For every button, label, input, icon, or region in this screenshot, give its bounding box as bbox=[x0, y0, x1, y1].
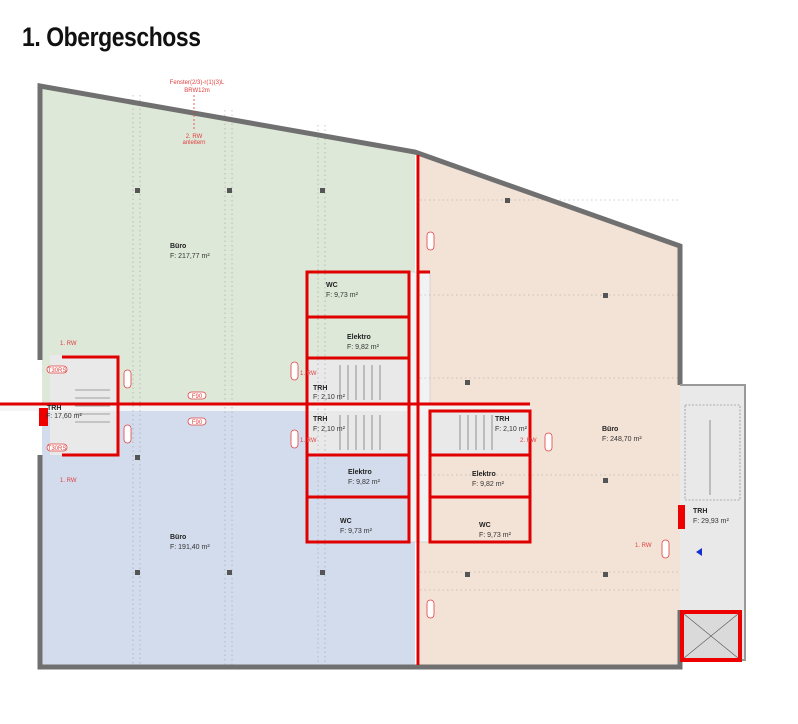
svg-text:F: 2,10 m²: F: 2,10 m² bbox=[313, 426, 346, 433]
svg-text:F: 29,93 m²: F: 29,93 m² bbox=[693, 518, 729, 525]
svg-text:Elektro: Elektro bbox=[472, 471, 496, 478]
tag-t30-north: T30RS bbox=[48, 368, 67, 374]
room-trh-north[interactable]: TRH F: 2,10 m² bbox=[313, 385, 346, 401]
svg-text:Büro: Büro bbox=[602, 426, 618, 433]
annotation-rw-core-east: 2. RW bbox=[520, 438, 537, 444]
svg-text:Elektro: Elektro bbox=[347, 334, 371, 341]
exterior-wall bbox=[37, 83, 683, 385]
fire-walls bbox=[0, 155, 532, 665]
svg-text:WC: WC bbox=[479, 522, 491, 529]
core-stairs-south bbox=[308, 410, 408, 455]
office-zone-northwest[interactable] bbox=[42, 88, 415, 405]
annotation-rw-core-south: 1. RW bbox=[300, 438, 317, 444]
room-trh-east-stairwell[interactable]: TRH F: 29,93 m² bbox=[693, 508, 729, 525]
office-zone-southwest[interactable] bbox=[42, 410, 415, 665]
annotation-window-note: Fenster(2/3)-r(1)(3)L bbox=[170, 80, 225, 86]
svg-text:TRH: TRH bbox=[47, 405, 61, 412]
svg-text:F: 17,60 m²: F: 17,60 m² bbox=[46, 413, 82, 420]
room-elektro-east[interactable]: Elektro F: 9,82 m² bbox=[472, 471, 505, 488]
separator-strip bbox=[0, 405, 530, 411]
svg-text:F: 9,82 m²: F: 9,82 m² bbox=[347, 344, 380, 351]
svg-text:F: 9,82 m²: F: 9,82 m² bbox=[472, 481, 505, 488]
core-stairs-east bbox=[430, 410, 530, 455]
svg-text:TRH: TRH bbox=[313, 385, 327, 392]
room-elektro-north[interactable]: Elektro F: 9,82 m² bbox=[347, 334, 380, 351]
fire-rating-tags bbox=[46, 231, 670, 619]
svg-text:TRH: TRH bbox=[693, 508, 707, 515]
annotation-rescue-route: 2. RW bbox=[186, 134, 203, 140]
svg-text:F: 2,10 m²: F: 2,10 m² bbox=[495, 426, 528, 433]
room-buero-east[interactable]: Büro F: 248,70 m² bbox=[602, 426, 642, 443]
room-elektro-south[interactable]: Elektro F: 9,82 m² bbox=[348, 469, 381, 486]
svg-text:WC: WC bbox=[326, 282, 338, 289]
room-wc-south[interactable]: WC F: 9,73 m² bbox=[340, 518, 373, 535]
svg-text:Büro: Büro bbox=[170, 534, 186, 541]
svg-text:F: 191,40 m²: F: 191,40 m² bbox=[170, 544, 210, 551]
room-wc-east[interactable]: WC F: 9,73 m² bbox=[479, 522, 512, 539]
fire-door-east bbox=[678, 505, 685, 529]
svg-text:F: 248,70 m²: F: 248,70 m² bbox=[602, 436, 642, 443]
page-title: 1. Obergeschoss bbox=[22, 22, 201, 52]
fire-door-west bbox=[39, 408, 48, 426]
annotation-rw-core-north: 1. RW bbox=[300, 371, 317, 377]
tag-f90-north: F90 bbox=[192, 394, 203, 400]
stairs-treads bbox=[75, 365, 741, 501]
svg-text:TRH: TRH bbox=[313, 416, 327, 423]
tag-t30-south: T30RS bbox=[48, 446, 67, 452]
office-zone-east[interactable] bbox=[420, 155, 680, 665]
annotation-rw-west-north: 1. RW bbox=[60, 341, 77, 347]
svg-text:F: 9,82 m²: F: 9,82 m² bbox=[348, 479, 381, 486]
svg-text:TRH: TRH bbox=[495, 416, 509, 423]
svg-text:F: 9,73 m²: F: 9,73 m² bbox=[326, 292, 359, 299]
svg-text:F: 217,77 m²: F: 217,77 m² bbox=[170, 253, 210, 260]
svg-text:WC: WC bbox=[340, 518, 352, 525]
tag-f90-south: F90 bbox=[192, 420, 203, 426]
annotation-window-height: BRW12m bbox=[184, 88, 210, 94]
svg-text:F: 9,73 m²: F: 9,73 m² bbox=[479, 532, 512, 539]
annotation-rw-west-south: 1. RW bbox=[60, 478, 77, 484]
core-stairs-north bbox=[308, 360, 408, 405]
room-trh-east[interactable]: TRH F: 2,10 m² bbox=[495, 416, 528, 433]
annotation-rescue-route-note: anleitern bbox=[182, 140, 205, 146]
svg-text:Elektro: Elektro bbox=[348, 469, 372, 476]
room-buero-southwest[interactable]: Büro F: 191,40 m² bbox=[170, 534, 210, 551]
svg-text:F: 2,10 m²: F: 2,10 m² bbox=[313, 394, 346, 401]
room-trh-south[interactable]: TRH F: 2,10 m² bbox=[313, 416, 346, 433]
annotation-rw-east: 1. RW bbox=[635, 543, 652, 549]
svg-text:F: 9,73 m²: F: 9,73 m² bbox=[340, 528, 373, 535]
columns bbox=[135, 188, 608, 577]
svg-text:Büro: Büro bbox=[170, 243, 186, 250]
room-wc-north[interactable]: WC F: 9,73 m² bbox=[326, 282, 359, 299]
entrance-marker-icon bbox=[696, 548, 702, 556]
room-buero-northwest[interactable]: Büro F: 217,77 m² bbox=[170, 243, 210, 260]
